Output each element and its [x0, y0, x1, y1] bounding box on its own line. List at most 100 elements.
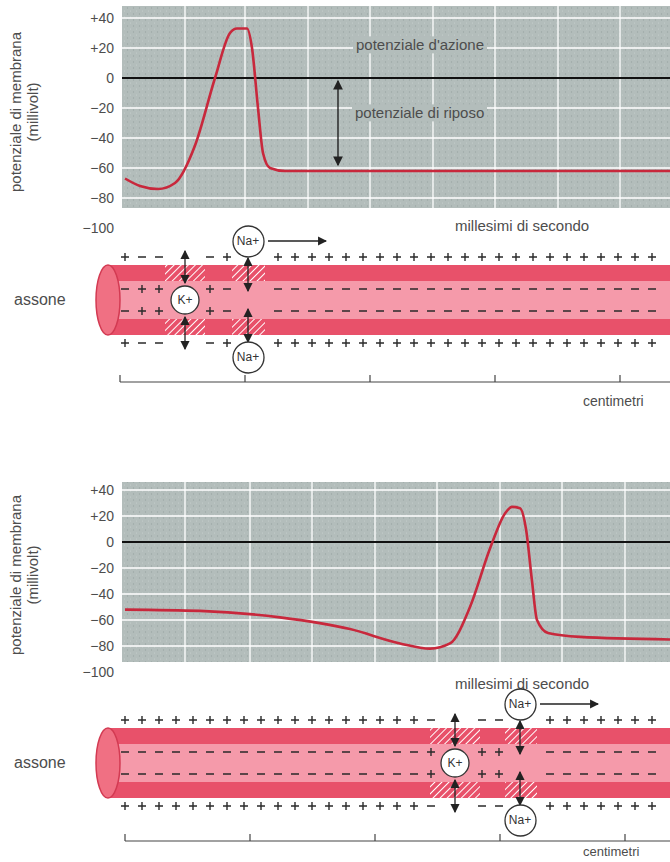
grid-line — [619, 6, 620, 208]
zero-line — [122, 77, 670, 79]
charge-signs — [121, 253, 656, 347]
text-label: potenziale d'azione — [353, 36, 487, 53]
tick-label: +20 — [90, 40, 114, 56]
grid-line — [436, 482, 437, 662]
ion-arrow — [247, 309, 248, 342]
scale-tick — [619, 375, 620, 382]
axon-membrane — [108, 728, 670, 798]
scale-tick — [124, 834, 125, 841]
tick-label: −40 — [90, 586, 114, 602]
ion-circle-shape — [505, 805, 536, 836]
tick-label: −40 — [90, 130, 114, 146]
grid-line — [499, 482, 500, 662]
text-label: potenziale di riposo — [352, 104, 487, 121]
tick-label: −100 — [82, 220, 114, 236]
grid-line — [249, 482, 250, 662]
tick-label: 0 — [106, 70, 114, 86]
grid-line — [122, 167, 670, 168]
grid-line — [184, 6, 185, 208]
tick-label: −20 — [90, 560, 114, 576]
tick-label: −60 — [90, 160, 114, 176]
scale-tick — [499, 834, 500, 841]
tick-label: −20 — [90, 100, 114, 116]
tick-label: +40 — [90, 482, 114, 498]
ion-circle: Na+ — [504, 688, 537, 721]
ion-circle-shape — [441, 749, 469, 777]
scale-tick — [249, 834, 250, 841]
scale-bar — [120, 381, 670, 382]
tick-label: −60 — [90, 612, 114, 628]
scale-tick — [624, 834, 625, 841]
ion-arrow — [268, 240, 326, 241]
scale-tick — [369, 375, 370, 382]
ion-symbol: Na+ — [509, 697, 531, 711]
resting-arrow — [337, 81, 338, 165]
text-label: millesimi di secondo — [455, 217, 589, 234]
potential-curve — [125, 29, 670, 190]
ion-circle: Na+ — [232, 341, 265, 374]
tick-label: +40 — [90, 10, 114, 26]
ion-circle: K+ — [170, 285, 200, 315]
axis-title: potenziale di membrana (millivolt) — [7, 17, 42, 207]
chart-ground — [122, 482, 670, 662]
axon-end — [96, 265, 120, 335]
potential-curve — [125, 507, 670, 649]
grid-line — [122, 567, 670, 568]
grid-line — [624, 482, 625, 662]
panel — [96, 482, 670, 841]
axon-membrane — [108, 265, 670, 335]
ion-circle: K+ — [440, 748, 470, 778]
grid-line — [184, 482, 185, 662]
grid-line — [494, 6, 495, 208]
chart-ground — [122, 6, 670, 208]
axon-end — [96, 728, 120, 798]
grid-line — [122, 489, 670, 490]
grid-line — [122, 17, 670, 18]
scale-tick — [119, 375, 120, 382]
tick-label: −80 — [90, 638, 114, 654]
ion-arrow — [519, 721, 520, 754]
ion-arrow — [184, 317, 185, 349]
ion-symbol: K+ — [447, 756, 462, 770]
tick-label: −100 — [82, 664, 114, 680]
grid-line — [557, 6, 558, 208]
ion-symbol: Na+ — [237, 350, 259, 364]
ion-arrow — [540, 703, 598, 704]
text-label: centimetri — [583, 393, 644, 409]
text-label: assone — [14, 291, 66, 309]
panel — [96, 6, 670, 382]
text-label: centimetri — [583, 845, 639, 860]
grid-line — [244, 6, 245, 208]
grid-line — [122, 645, 670, 646]
ion-arrow — [454, 780, 455, 812]
tick-label: −80 — [90, 190, 114, 206]
ion-circle-shape — [171, 286, 199, 314]
ion-arrow — [184, 251, 185, 283]
zero-line — [122, 541, 670, 543]
scale-tick — [374, 834, 375, 841]
tick-label: 0 — [106, 534, 114, 550]
ion-arrow — [519, 772, 520, 805]
scale-tick — [244, 375, 245, 382]
ion-circle: Na+ — [232, 225, 265, 258]
grid-line — [122, 593, 670, 594]
ion-circle: Na+ — [504, 804, 537, 837]
scale-bar — [125, 840, 670, 841]
ion-symbol: K+ — [177, 293, 192, 307]
ion-arrow — [454, 714, 455, 746]
grid-line — [307, 6, 308, 208]
ion-symbol: Na+ — [509, 813, 531, 827]
ion-symbol: Na+ — [237, 234, 259, 248]
axon-lumen — [108, 281, 670, 319]
grid-line — [311, 482, 312, 662]
axis-title: potenziale di membrana (millivolt) — [7, 480, 42, 670]
grid-line — [122, 619, 670, 620]
ion-circle-shape — [233, 226, 264, 257]
text-label: assone — [14, 754, 66, 772]
ion-circle-shape — [233, 342, 264, 373]
grid-line — [122, 515, 670, 516]
tick-label: +20 — [90, 508, 114, 524]
ion-channel — [505, 728, 537, 744]
grid-line — [122, 137, 670, 138]
scale-tick — [494, 375, 495, 382]
